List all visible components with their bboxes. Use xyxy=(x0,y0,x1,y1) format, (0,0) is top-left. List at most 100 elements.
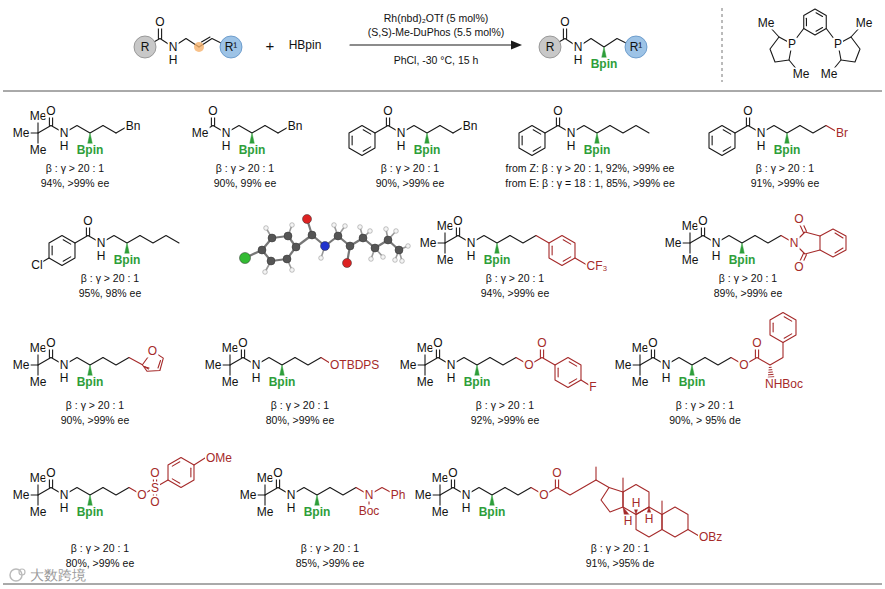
methyl-label: Me xyxy=(792,68,811,81)
bond xyxy=(735,126,748,134)
methyl-label: Me xyxy=(681,254,700,267)
oxygen-atom: O xyxy=(82,215,93,228)
beta-highlight xyxy=(194,42,204,52)
hydrogen-atom: H xyxy=(396,140,407,153)
bond xyxy=(172,479,180,483)
oxygen-atom: O xyxy=(551,467,562,480)
bond xyxy=(595,467,596,480)
crystal-atom xyxy=(368,229,373,234)
hydrogen-atom: H xyxy=(221,140,232,153)
divider-rule xyxy=(3,91,882,92)
nitrogen-atom: N xyxy=(756,127,767,140)
hydrogen-atom: H xyxy=(756,140,767,153)
separator-dashed xyxy=(722,8,723,82)
bond xyxy=(145,367,149,368)
oxygen-atom: O xyxy=(154,16,165,29)
boryl-group: Bpin xyxy=(590,58,619,71)
r-group-label: R xyxy=(140,41,151,54)
selectivity-ratio: β : γ > 20 : 1 xyxy=(270,399,330,412)
methyl-label: Me xyxy=(820,68,839,81)
boryl-group: Bpin xyxy=(76,506,105,519)
crystal-atom xyxy=(321,242,330,251)
oxygen-atom: O xyxy=(538,489,549,502)
bond xyxy=(709,126,735,156)
bond xyxy=(519,126,545,156)
bond xyxy=(640,358,653,366)
selectivity-ratio: β : γ > 20 : 1 xyxy=(70,542,130,555)
nitrogen-atom: N xyxy=(96,237,107,250)
bond xyxy=(375,126,388,134)
boryl-group: Bpin xyxy=(76,144,105,157)
bond xyxy=(38,126,51,134)
oxygen-atom: O xyxy=(382,105,393,118)
oxygen-atom: O xyxy=(149,496,160,509)
bond xyxy=(63,257,71,261)
nitrogen-atom: N xyxy=(566,127,577,140)
bond xyxy=(63,240,71,244)
r1-group-circle xyxy=(220,36,242,58)
r-group-circle xyxy=(134,36,156,58)
bond xyxy=(103,358,129,366)
hydrogen-atom: H xyxy=(59,140,70,153)
bond xyxy=(295,358,321,366)
benzyl-group: Bn xyxy=(125,119,142,132)
oxygen-atom: O xyxy=(45,105,56,118)
watermark-icon xyxy=(19,569,25,575)
methyl-label: Me xyxy=(416,376,435,389)
crystal-atom xyxy=(319,256,324,261)
boryl-group: Bpin xyxy=(268,376,297,389)
bond xyxy=(363,130,371,134)
bond xyxy=(190,468,191,477)
crystal-atom xyxy=(303,215,312,224)
crystal-atom xyxy=(371,244,379,252)
bond xyxy=(773,323,774,332)
chlorine-atom: Cl xyxy=(30,259,43,272)
bond xyxy=(265,488,278,496)
oxygen-atom: O xyxy=(793,213,804,226)
crystal-atom xyxy=(292,243,300,251)
nitrogen-atom: N xyxy=(59,489,70,502)
yield-ee: 90%, >99% ee xyxy=(375,177,446,190)
protected-amine: NHBoc xyxy=(764,378,804,391)
nitrogen-atom: N xyxy=(573,41,584,54)
boryl-group: Bpin xyxy=(113,254,142,267)
methyl-label: Me xyxy=(191,127,210,140)
oxygen-atom: O xyxy=(793,261,804,274)
methyl-label: Me xyxy=(12,489,31,502)
selectivity-ratio: β : γ > 20 : 1 xyxy=(590,542,650,555)
bond xyxy=(800,126,826,134)
bond xyxy=(445,236,458,244)
boc-group: Boc xyxy=(358,505,381,518)
bond xyxy=(661,501,662,515)
bond xyxy=(755,236,781,244)
crystal-atom xyxy=(240,253,251,264)
oxygen-atom: O xyxy=(559,16,570,29)
selectivity-ratio: β : γ > 20 : 1 xyxy=(215,162,275,175)
methyl-label: Me xyxy=(757,17,776,30)
bond xyxy=(552,246,553,255)
bond xyxy=(103,126,116,134)
benzyl-group: Bn xyxy=(462,119,479,132)
crystal-atom xyxy=(258,246,266,254)
nitrogen-atom: N xyxy=(711,237,722,250)
methyl-label: Me xyxy=(29,376,48,389)
bond xyxy=(38,358,51,366)
oxygen-atom: O xyxy=(149,467,160,480)
crystal-atom xyxy=(400,259,405,264)
nitrogen-atom: N xyxy=(446,359,457,372)
hydrogen-atom: H xyxy=(573,54,584,67)
oxygen-atom: O xyxy=(45,467,56,480)
methyl-label: Me xyxy=(399,359,418,372)
hydrogen-atom: H xyxy=(566,140,577,153)
oxygen-atom: O xyxy=(452,215,463,228)
bond xyxy=(172,462,180,466)
crystal-atom xyxy=(346,242,354,250)
crystal-atom xyxy=(267,257,275,265)
bond xyxy=(820,229,846,257)
boryl-group: Bpin xyxy=(76,376,105,389)
bond xyxy=(330,488,356,496)
phosphorus-atom: P xyxy=(787,38,797,51)
yield-ee: 94%, >99% ee xyxy=(40,177,111,190)
yield-ee: 80%, >99% ee xyxy=(265,414,336,427)
crystal-atom xyxy=(268,234,276,242)
